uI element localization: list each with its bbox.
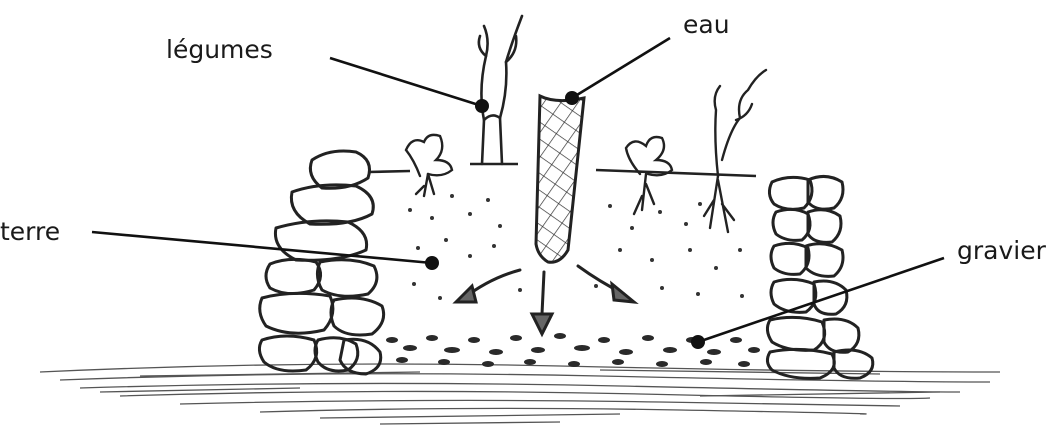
plant-small-left — [406, 135, 452, 196]
soil-specks — [408, 194, 744, 300]
gravel-layer — [386, 333, 760, 367]
label-gravier: gravier — [957, 238, 1046, 263]
label-terre: terre — [0, 219, 60, 244]
right-stone-wall — [767, 176, 872, 378]
ground-hatching — [40, 364, 1000, 424]
label-eau: eau — [683, 12, 730, 37]
water-funnel — [536, 96, 584, 262]
left-stone-wall — [259, 151, 383, 374]
plant-tall-right — [704, 70, 766, 232]
plant-small-right — [626, 137, 672, 214]
water-flow-arrows — [456, 266, 634, 334]
plant-tall-left — [479, 16, 522, 164]
label-legumes: légumes — [166, 37, 273, 62]
